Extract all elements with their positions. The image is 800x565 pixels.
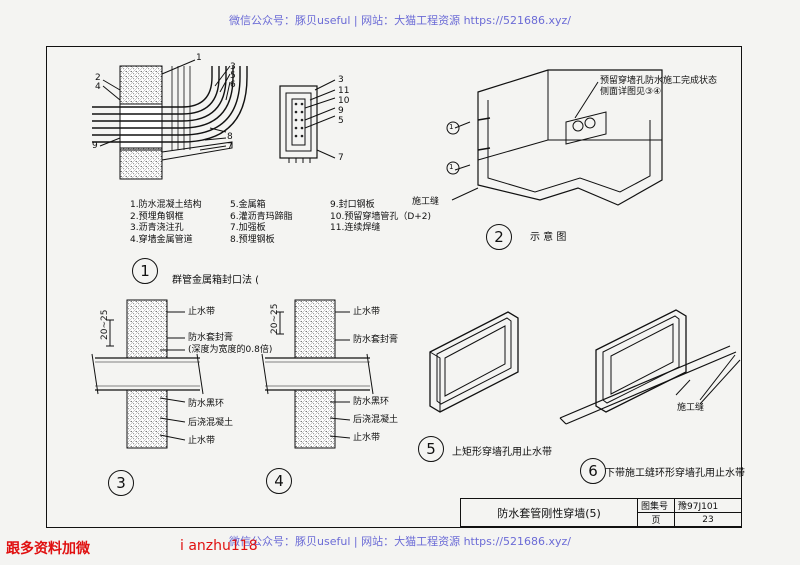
fig2-caption: 示 意 图 [530, 232, 567, 243]
legend-item: 6.灌沥青玛蹄脂 [230, 211, 293, 222]
fig2-note-2: 侧面详图见③④ [600, 87, 662, 97]
fig3-dimension: 20~25 [100, 309, 110, 340]
fig1-callout-7: 7 [227, 142, 233, 152]
fig2-number-circle: 2 [486, 224, 512, 250]
footer-promo-left: 跟多资料加微 [6, 541, 90, 557]
legend-item: 10.预留穿墙管孔（D+2) [330, 211, 432, 222]
page-label: 页 [637, 512, 675, 527]
fig4-dimension: 20~25 [270, 303, 280, 334]
fig3-number-circle: 3 [108, 470, 134, 496]
fig4-label-waterstop-top: 止水带 [353, 307, 381, 317]
fig1-callout-2: 2 [95, 73, 101, 83]
drawing-title: 防水套管刚性穿墙(5) [460, 498, 638, 527]
fig1-callout-3: 3 [230, 62, 236, 72]
fig3-label-sealant-depth: (深度为宽度的0.8倍) [188, 345, 273, 355]
fig4-label-ring: 防水黑环 [353, 397, 390, 407]
fig4-label-post-concrete: 后浇混凝土 [353, 415, 399, 425]
atlas-label: 图集号 [637, 498, 675, 513]
fig1-callout-9: 9 [92, 141, 98, 151]
legend-item: 4.穿墙金属管道 [130, 234, 193, 245]
title-block: 防水套管刚性穿墙(5) 图集号 豫97J101 页 23 [460, 498, 742, 527]
legend-item: 1.防水混凝土结构 [130, 200, 202, 210]
fig3-label-sealant: 防水套封膏 [188, 333, 234, 343]
drawing-frame [46, 46, 742, 528]
fig1-callout-8: 8 [227, 132, 233, 142]
legend-item: 11.连续焊缝 [330, 223, 381, 233]
fig4-wall-bottom [294, 389, 336, 449]
legend-item: 3.沥青浇注孔 [130, 223, 184, 233]
fig6-caption: 下带施工缝环形穿墙孔用止水带 [605, 468, 745, 479]
fig1-side-callout-5: 5 [338, 116, 344, 126]
fig2-note: 预留穿墙孔防水施工完成状态 [600, 76, 718, 86]
fig1-side-callout-3: 3 [338, 75, 344, 85]
fig6-number-circle: 6 [580, 458, 606, 484]
legend-item [330, 235, 450, 247]
atlas-number: 豫97J101 [674, 498, 742, 513]
fig3-wall-bottom [126, 389, 168, 449]
fig1-number-circle: 1 [132, 258, 158, 284]
fig1-callout-5: 5 [230, 71, 236, 81]
fig1-side-callout-7: 7 [338, 153, 344, 163]
fig6-construction-joint-label: 施工缝 [677, 403, 705, 413]
fig5-caption: 上矩形穿墙孔用止水带 [452, 447, 552, 458]
page-number: 23 [674, 512, 742, 527]
legend-item: 2.预埋角钢框 [130, 211, 184, 222]
fig1-callout-4: 4 [95, 82, 101, 92]
legend-item: 7.加强板 [230, 223, 266, 233]
fig3-label-post-concrete: 后浇混凝土 [188, 418, 234, 428]
fig1-side-callout-10: 10 [338, 96, 350, 106]
footer-promo-right: i anzhu118 [180, 538, 258, 554]
fig4-wall-top [294, 299, 336, 359]
legend-item: 5.金属箱 [230, 200, 266, 210]
fig2-mark-bottom: 1 [449, 163, 454, 171]
fig2-mark-top: 1 [449, 123, 454, 131]
fig4-label-waterstop-bottom: 止水带 [353, 433, 381, 443]
fig5-number-circle: 5 [418, 436, 444, 462]
fig3-label-waterstop-top: 止水带 [188, 307, 216, 317]
fig4-number-circle: 4 [266, 468, 292, 494]
legend-item: 9.封口钢板 [330, 200, 375, 210]
fig1-side-callout-11: 11 [338, 86, 350, 96]
fig1-legend: 1.防水混凝土结构 5.金属箱 9.封口钢板 2.预埋角钢框 6.灌沥青玛蹄脂 … [130, 200, 450, 246]
fig1-callout-1: 1 [196, 53, 202, 63]
watermark-bottom: 微信公众号：豚贝useful | 网站：大猫工程资源 https://52168… [229, 535, 571, 548]
fig1-caption: 群管金属箱封口法 ( [172, 275, 260, 286]
legend-item: 8.预埋钢板 [230, 234, 275, 245]
fig1-callout-6: 6 [230, 80, 236, 90]
fig3-label-waterstop-bottom: 止水带 [188, 436, 216, 446]
fig3-wall-top [126, 299, 168, 359]
fig4-label-sealant: 防水套封膏 [353, 335, 399, 345]
fig1-side-callout-9: 9 [338, 106, 344, 116]
fig3-label-ring: 防水黑环 [188, 399, 225, 409]
fig2-construction-joint-label: 施工缝 [412, 197, 440, 207]
watermark-top: 微信公众号：豚贝useful | 网站：大猫工程资源 https://52168… [229, 14, 571, 27]
